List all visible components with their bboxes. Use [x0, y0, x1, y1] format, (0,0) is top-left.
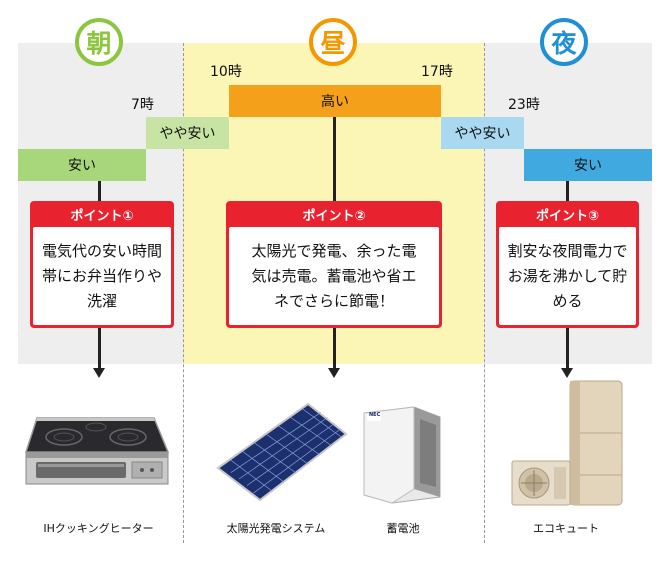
bar-mid-morning-label: やや安い: [159, 126, 216, 142]
bar-cheap-morning: 安い: [18, 149, 146, 181]
point-1-body: 電気代の安い時間帯にお弁当作りや洗濯: [33, 227, 171, 325]
arrow-morning: [93, 368, 105, 378]
divider-noon-night: [484, 43, 485, 543]
bar-mid-night: やや安い: [441, 117, 524, 149]
ih-caption: IHクッキングヒーター: [43, 522, 154, 535]
point-3-body: 割安な夜間電力でお湯を沸かして貯める: [499, 227, 636, 325]
battery-brand: NEC: [369, 412, 381, 418]
solar-caption: 太陽光発電システム: [226, 522, 326, 535]
noon-label: 昼: [320, 29, 346, 58]
divider-morning-noon: [183, 43, 184, 543]
bar-cheap-night: 安い: [524, 149, 652, 181]
ih-cooking-heater-image: [24, 417, 170, 485]
point-card-2: ポイント② 太陽光で発電、余った電気は売電。蓄電池や省エネでさらに節電！: [226, 201, 442, 328]
line-noon-bottom: [333, 328, 336, 368]
point-3-title: ポイント③: [535, 208, 599, 224]
hour-17: 17時: [421, 64, 453, 80]
bar-high-noon-label: 高い: [321, 94, 349, 110]
point-1-title: ポイント①: [70, 208, 134, 224]
point-card-3: ポイント③ 割安な夜間電力でお湯を沸かして貯める: [496, 201, 639, 328]
morning-circle: 朝: [75, 18, 123, 66]
bar-cheap-morning-label: 安い: [68, 158, 96, 174]
bar-mid-night-label: やや安い: [454, 126, 511, 142]
line-night-top: [566, 181, 569, 201]
storage-battery-image: [363, 406, 441, 504]
arrow-night: [561, 368, 573, 378]
point-2-body: 太陽光で発電、余った電気は売電。蓄電池や省エネでさらに節電！: [229, 227, 439, 325]
bar-high-noon: 高い: [229, 85, 441, 117]
line-night-bottom: [566, 328, 569, 368]
ecocute-image: [511, 380, 623, 506]
night-label: 夜: [551, 29, 577, 58]
morning-label: 朝: [86, 29, 112, 58]
bar-mid-morning: やや安い: [146, 117, 229, 149]
hour-7: 7時: [131, 97, 154, 113]
bar-cheap-night-label: 安い: [574, 158, 602, 174]
solar-panel-image: [216, 402, 348, 502]
line-noon-top: [333, 117, 336, 201]
night-circle: 夜: [540, 18, 588, 66]
line-morning-bottom: [98, 328, 101, 368]
noon-circle: 昼: [309, 18, 357, 66]
ecocute-caption: エコキュート: [533, 522, 599, 535]
point-2-title: ポイント②: [302, 208, 366, 224]
hour-23: 23時: [508, 97, 540, 113]
arrow-noon: [328, 368, 340, 378]
hour-10: 10時: [210, 64, 242, 80]
battery-caption: 蓄電池: [386, 522, 420, 535]
point-card-1: ポイント① 電気代の安い時間帯にお弁当作りや洗濯: [30, 201, 174, 328]
line-morning-top: [98, 181, 101, 201]
